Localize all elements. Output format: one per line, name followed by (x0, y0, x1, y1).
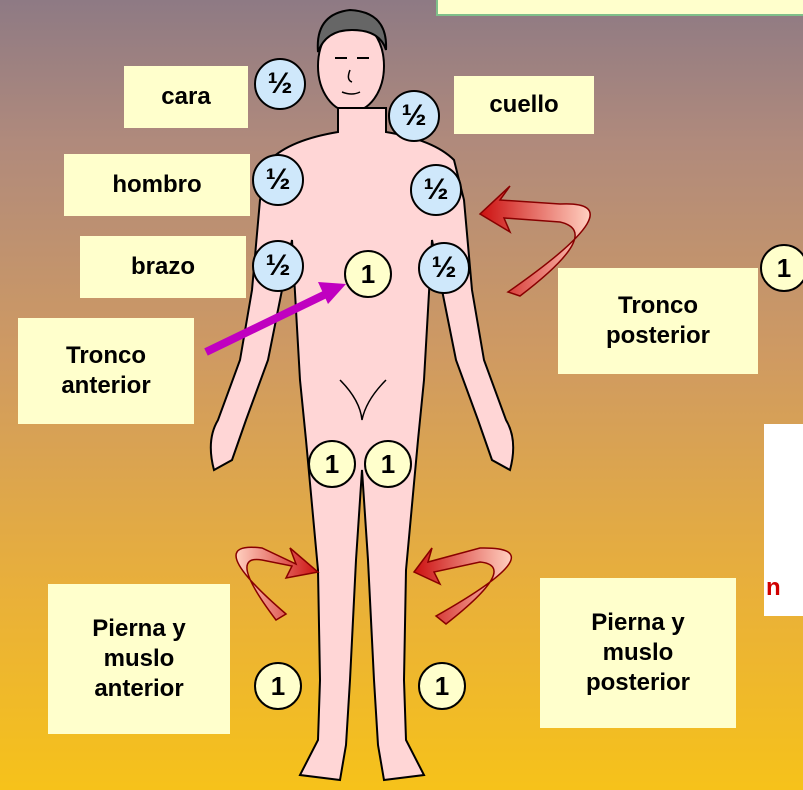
badge-one-pierna-right: 1 (418, 662, 466, 710)
badge-value: ½ (423, 173, 448, 207)
badge-half-cara: ½ (254, 58, 306, 110)
badge-value: ½ (431, 251, 456, 285)
label-cuello: cuello (454, 76, 594, 134)
tronco-anterior-line2: anterior (61, 371, 150, 401)
curl-arrow-right-leg (414, 548, 511, 624)
badge-half-cuello: ½ (388, 90, 440, 142)
badge-value: 1 (361, 259, 375, 290)
badge-value: 1 (381, 449, 395, 480)
badge-value: ½ (401, 99, 426, 133)
label-pierna-anterior: Pierna y muslo anterior (48, 584, 230, 734)
badge-value: 1 (325, 449, 339, 480)
note-text: n (766, 574, 781, 602)
badge-one-muslo-right: 1 (364, 440, 412, 488)
badge-value: 1 (777, 253, 791, 284)
badge-value: ½ (267, 67, 292, 101)
badge-one-muslo-left: 1 (308, 440, 356, 488)
pierna-anterior-line3: anterior (94, 674, 183, 704)
label-cara-text: cara (161, 82, 210, 112)
note-box: n (764, 424, 803, 616)
pierna-posterior-line3: posterior (586, 668, 690, 698)
badge-value: 1 (435, 671, 449, 702)
badge-one-tronco: 1 (344, 250, 392, 298)
label-hombro-text: hombro (112, 170, 201, 200)
badge-half-brazo-left: ½ (252, 240, 304, 292)
badge-value: ½ (265, 249, 290, 283)
label-brazo: brazo (80, 236, 246, 298)
pierna-anterior-line1: Pierna y (92, 614, 185, 644)
head (318, 10, 386, 112)
label-tronco-posterior: Tronco posterior (558, 268, 758, 374)
pierna-posterior-line2: muslo (603, 638, 674, 668)
badge-value: ½ (265, 163, 290, 197)
badge-one-pierna-left: 1 (254, 662, 302, 710)
label-cara: cara (124, 66, 248, 128)
badge-value: 1 (271, 671, 285, 702)
label-pierna-posterior: Pierna y muslo posterior (540, 578, 736, 728)
label-hombro: hombro (64, 154, 250, 216)
badge-half-hombro-right: ½ (410, 164, 462, 216)
pierna-posterior-line1: Pierna y (591, 608, 684, 638)
badge-half-hombro-left: ½ (252, 154, 304, 206)
tronco-anterior-line1: Tronco (66, 341, 146, 371)
label-brazo-text: brazo (131, 252, 195, 282)
label-cuello-text: cuello (489, 90, 558, 120)
badge-one-right-edge: 1 (760, 244, 803, 292)
tronco-posterior-line2: posterior (606, 321, 710, 351)
tronco-posterior-line1: Tronco (618, 291, 698, 321)
label-tronco-anterior: Tronco anterior (18, 318, 194, 424)
badge-half-brazo-right: ½ (418, 242, 470, 294)
curl-arrow-left-leg (236, 547, 318, 620)
pierna-anterior-line2: muslo (104, 644, 175, 674)
